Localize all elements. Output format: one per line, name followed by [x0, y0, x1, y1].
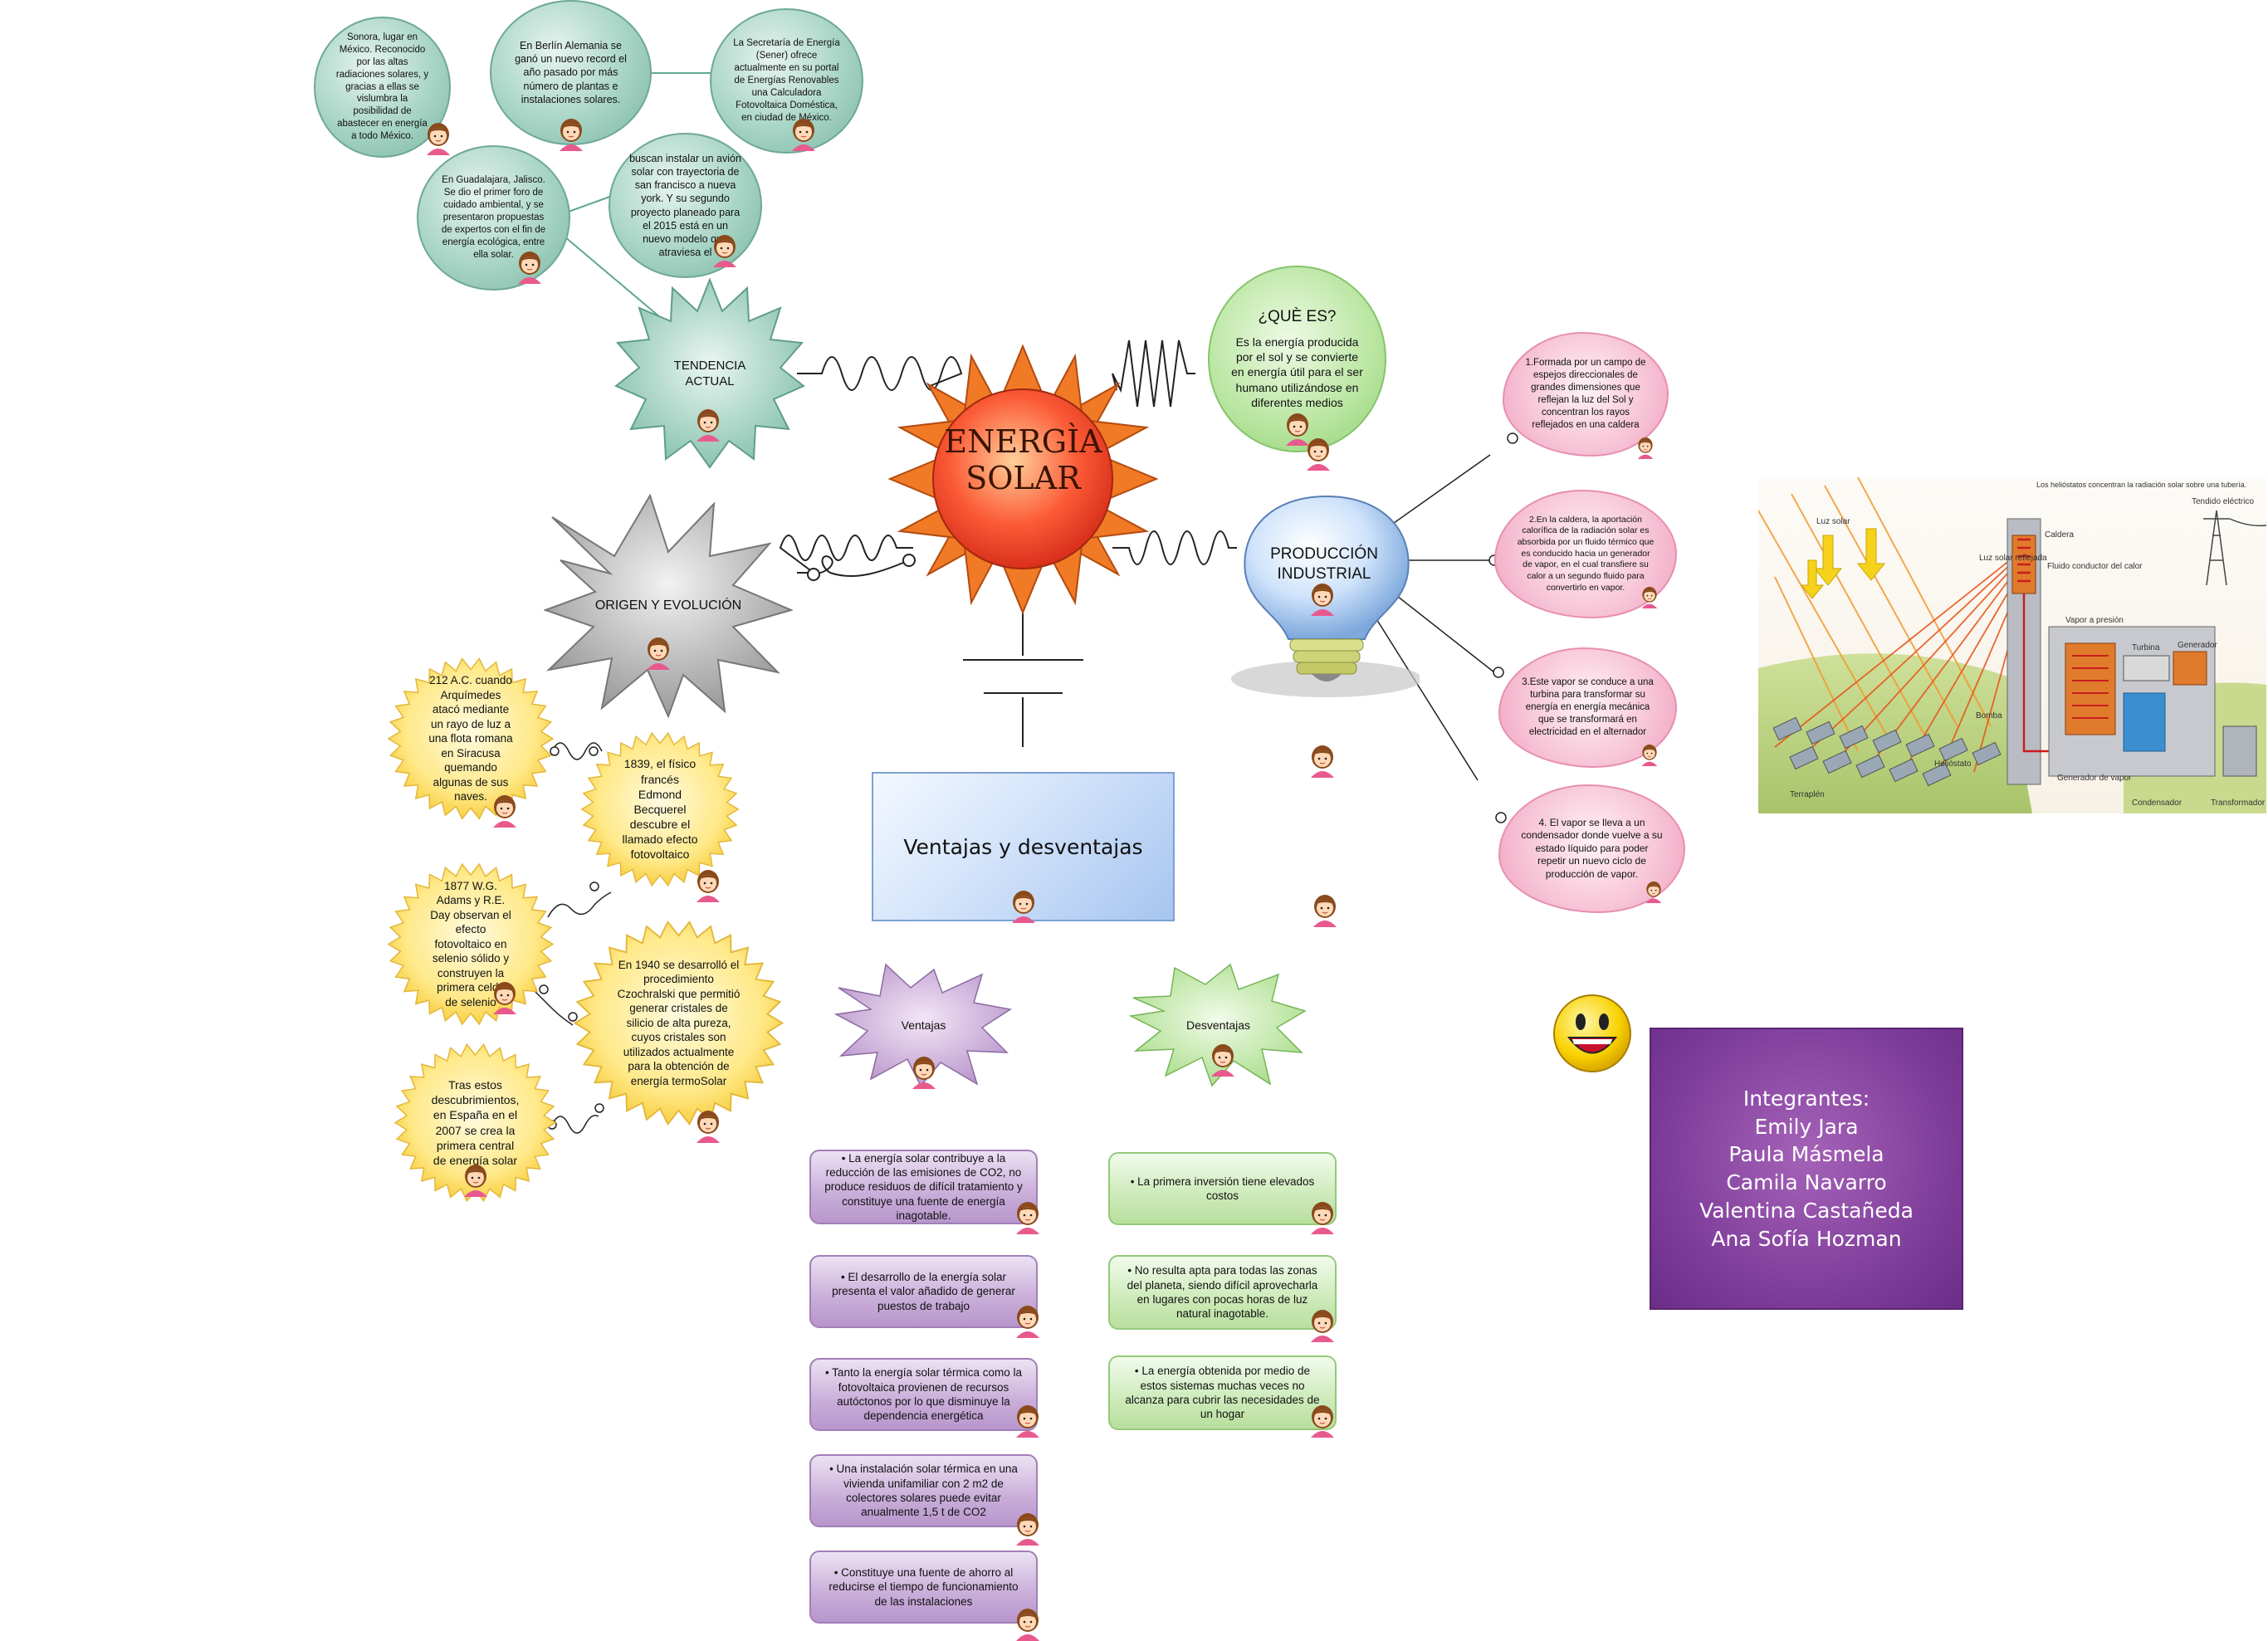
avatar-icon: [697, 870, 720, 902]
diagram-label: Turbina: [2132, 643, 2160, 652]
integrante-name: Camila Navarro: [1726, 1170, 1887, 1194]
seal-shape: [573, 920, 785, 1126]
tendencia-item-3[interactable]: La Secretaría de Energía (Sener) ofrece …: [710, 8, 863, 154]
solar-plant-diagram: Los helióstatos concentran la radiación …: [1758, 477, 2266, 813]
diagram-label: Transformador: [2211, 799, 2266, 808]
origen-item-3[interactable]: 1877 W.G. Adams y R.E. Day observan el e…: [384, 859, 558, 1029]
avatar-icon: [792, 119, 815, 151]
avatar-icon: [427, 123, 450, 155]
diagram-label: Luz solar: [1816, 517, 1850, 526]
avatar-icon: [697, 409, 720, 442]
avatar-icon: [1286, 413, 1309, 446]
avatar-icon: [1311, 1202, 1334, 1234]
integrante-name: Emily Jara: [1754, 1114, 1859, 1139]
avatar-icon: [713, 235, 736, 267]
diagram-label: Vapor a presión: [2065, 616, 2124, 625]
produccion-node[interactable]: PRODUCCIÓN INDUSTRIAL: [1229, 490, 1422, 706]
avatar-icon: [1311, 1310, 1334, 1342]
que-es-node[interactable]: ¿QUÈ ES? Es la energía producida por el …: [1208, 266, 1386, 452]
avatar-icon: [1211, 1044, 1234, 1077]
avatar-icon: [1016, 1306, 1039, 1338]
avatar-icon: [1641, 745, 1658, 766]
origen-node[interactable]: ORIGEN Y EVOLUCIÓN: [543, 493, 794, 719]
center-sun: [887, 344, 1159, 615]
avatar-icon: [1311, 584, 1334, 616]
tendencia-label: TENDENCIA ACTUAL: [673, 358, 746, 389]
origen-label: ORIGEN Y EVOLUCIÓN: [594, 598, 742, 613]
avatar-icon: [1637, 437, 1654, 459]
diagram-label: Terraplén: [1790, 790, 1825, 799]
avatar-icon: [493, 982, 516, 1014]
starburst-shape: [543, 493, 794, 719]
avatar-icon: [912, 1057, 936, 1089]
integrante-name: Paula Másmela: [1728, 1142, 1884, 1167]
desventajas-node[interactable]: Desventajas: [1117, 963, 1320, 1087]
avatar-icon: [1313, 895, 1337, 927]
avatar-icon: [1645, 882, 1662, 903]
center-title: ENERGÌA SOLAR: [944, 423, 1102, 496]
avatar-icon: [518, 252, 541, 284]
integrantes-panel: Integrantes: Emily Jara Paula Másmela Ca…: [1650, 1028, 1963, 1310]
que-es-title: ¿QUÈ ES?: [1258, 308, 1337, 326]
avatar-icon: [1016, 1405, 1039, 1438]
avatar-icon: [1311, 1405, 1334, 1438]
avatar-icon: [1307, 438, 1330, 471]
avatar-icon: [647, 637, 670, 670]
lightbulb-icon: [1231, 495, 1422, 697]
diagram-label: Fluido conductor del calor: [2047, 562, 2143, 571]
starburst-shape: [614, 277, 805, 469]
que-es-text: Es la energía producida por el sol y se …: [1231, 335, 1363, 409]
tendencia-item-4[interactable]: En Guadalajara, Jalisco. Se dio el prime…: [417, 145, 570, 291]
ventaja-item-1[interactable]: • La energía solar contribuye a la reduc…: [809, 1150, 1038, 1224]
produccion-step-1[interactable]: 1.Formada por un campo de espejos direcc…: [1503, 332, 1669, 457]
ventajas-desventajas-label: Ventajas y desventajas: [903, 834, 1143, 859]
origen-item-5[interactable]: Tras estos descubrimientos, en España en…: [390, 1038, 560, 1208]
avatar-icon: [1311, 745, 1334, 778]
tendencia-node[interactable]: TENDENCIA ACTUAL: [614, 277, 805, 469]
diagram-label: Condensador: [2132, 799, 2182, 808]
produccion-step-2[interactable]: 2.En la caldera, la aportación calorífic…: [1494, 490, 1677, 618]
ventaja-item-2[interactable]: • El desarrollo de la energía solar pres…: [809, 1255, 1038, 1328]
tendencia-item-1[interactable]: Sonora, lugar en México. Reconocido por …: [314, 17, 451, 158]
desventaja-item-1[interactable]: • La primera inversión tiene elevados co…: [1108, 1152, 1337, 1225]
diagram-label: Luz solar reflejada: [1979, 554, 2047, 563]
desventaja-item-2[interactable]: • No resulta apta para todas las zonas d…: [1108, 1255, 1337, 1330]
solar-plant-illustration: Los helióstatos concentran la radiación …: [1758, 477, 2266, 813]
avatar-icon: [560, 119, 583, 151]
avatar-icon: [1016, 1609, 1039, 1641]
avatar-icon: [493, 795, 516, 828]
diagram-label: Generador: [2178, 641, 2217, 650]
diagram-label: Los helióstatos concentran la radiación …: [2036, 481, 2246, 489]
ventajas-node[interactable]: Ventajas: [833, 963, 1013, 1087]
desventaja-item-3[interactable]: • La energía obtenida por medio de estos…: [1108, 1355, 1337, 1430]
diagram-label: Helióstato: [1934, 759, 1972, 769]
tendencia-item-5[interactable]: buscan instalar un avión solar con traye…: [609, 133, 762, 278]
integrantes-title: Integrantes:: [1743, 1086, 1870, 1111]
avatar-icon: [1016, 1202, 1039, 1234]
ventaja-item-4[interactable]: • Una instalación solar térmica en una v…: [809, 1454, 1038, 1527]
diagram-label: Generador de vapor: [2057, 774, 2132, 783]
origen-item-4[interactable]: En 1940 se desarrolló el procedimiento C…: [569, 913, 789, 1133]
avatar-icon: [1012, 891, 1035, 923]
origen-item-2[interactable]: 1839, el físico francés Edmond Becquerel…: [577, 726, 743, 892]
origen-item-1[interactable]: 212 A.C. cuando Arquímedes atacó mediant…: [384, 656, 558, 822]
integrante-name: Valentina Castañeda: [1699, 1198, 1914, 1223]
diagram-label: Bomba: [1976, 711, 2002, 720]
produccion-label: PRODUCCIÓN INDUSTRIAL: [1270, 545, 1378, 583]
diagram-label: Tendido eléctrico: [2192, 497, 2254, 506]
smiley-icon: [1551, 992, 1634, 1075]
avatar-icon: [1016, 1513, 1039, 1546]
avatar-icon: [464, 1165, 487, 1197]
starburst-shape: [1128, 963, 1307, 1087]
starburst-shape: [833, 963, 1012, 1087]
diagram-label: Caldera: [2045, 530, 2074, 540]
seal-shape: [393, 1043, 557, 1203]
sun-icon: [887, 344, 1159, 615]
avatar-icon: [697, 1111, 720, 1143]
ventaja-item-3[interactable]: • Tanto la energía solar térmica como la…: [809, 1358, 1038, 1431]
ventaja-item-5[interactable]: • Constituye una fuente de ahorro al red…: [809, 1551, 1038, 1624]
avatar-icon: [1641, 587, 1658, 608]
integrante-name: Ana Sofía Hozman: [1711, 1226, 1902, 1251]
